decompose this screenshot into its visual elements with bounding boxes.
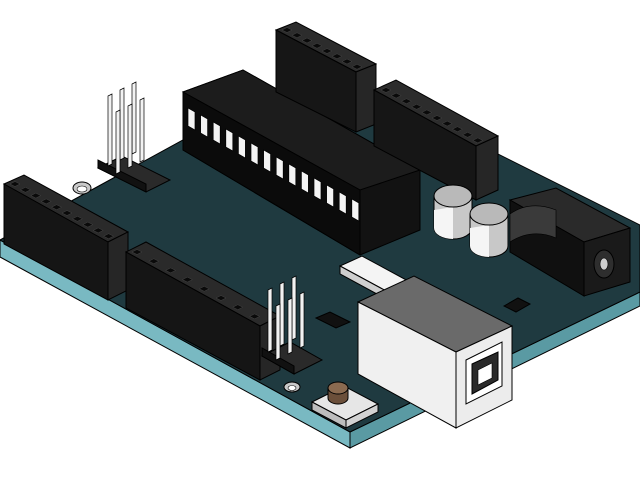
- crystal-oscillator: [338, 255, 412, 301]
- header-slot: [40, 198, 52, 205]
- icsp-pins: [267, 275, 305, 361]
- header-slot: [181, 276, 193, 283]
- header-slot: [321, 48, 333, 54]
- mounting-hole-bottom: [283, 381, 301, 393]
- icsp-pin: [279, 281, 285, 347]
- header-slot: [71, 216, 83, 222]
- header-slot: [351, 63, 363, 70]
- header-slot: [380, 87, 392, 93]
- chip-pin-row: [187, 107, 360, 222]
- usb-b-connector: [356, 275, 514, 429]
- dc-power-jack: [508, 187, 632, 297]
- digital-header-top-left: [274, 21, 378, 133]
- chip-pin: [212, 121, 221, 145]
- icsp-pin: [267, 287, 273, 353]
- icsp-pin: [291, 275, 297, 341]
- header-slot: [341, 58, 353, 65]
- header-slot: [421, 109, 433, 116]
- header-slot: [92, 227, 104, 234]
- header-slots: [281, 27, 363, 70]
- header-slot: [311, 42, 323, 49]
- header-slots: [9, 181, 115, 239]
- header-slot: [82, 221, 94, 228]
- icsp-pin: [287, 297, 293, 355]
- header-slot: [19, 187, 31, 193]
- chip-pin: [338, 191, 347, 215]
- header-slot: [215, 295, 227, 301]
- smd-component-2: [502, 297, 532, 313]
- icsp-pin: [127, 103, 133, 169]
- header-slot: [472, 137, 484, 144]
- icsp-pins: [107, 81, 145, 175]
- header-slot: [281, 27, 293, 33]
- header-slot: [451, 126, 463, 132]
- electrolytic-capacitor-left: [433, 184, 473, 240]
- header-slot: [232, 304, 244, 310]
- electrolytic-capacitor-right: [469, 202, 509, 258]
- header-slot: [411, 104, 423, 110]
- header-slot: [291, 32, 303, 39]
- chip-pin: [200, 114, 208, 138]
- icsp-pin: [299, 291, 305, 349]
- chip-pin: [250, 142, 259, 166]
- smd-component: [314, 311, 352, 329]
- header-slot: [30, 192, 42, 199]
- microcontroller-chip: [181, 69, 422, 256]
- chip-pin: [275, 156, 284, 180]
- header-slot: [301, 37, 313, 44]
- header-slot: [198, 286, 210, 292]
- icsp-pin: [107, 93, 113, 167]
- icsp-pin: [131, 81, 137, 155]
- chip-pin: [351, 198, 360, 222]
- chip-pin: [187, 107, 196, 131]
- icsp-pin: [115, 109, 121, 175]
- header-slot: [165, 267, 177, 274]
- icsp-pin: [275, 303, 281, 361]
- chip-pin: [263, 149, 271, 173]
- header-slot: [441, 120, 453, 127]
- header-slot: [390, 92, 402, 99]
- chip-pin: [288, 163, 297, 187]
- header-slot: [148, 258, 160, 264]
- chip-pin: [301, 170, 309, 194]
- icsp-header-top: [96, 81, 172, 193]
- header-slot: [9, 181, 21, 187]
- header-slot: [131, 249, 143, 255]
- header-slot: [61, 210, 73, 216]
- reset-button: [310, 381, 380, 429]
- header-slots: [131, 249, 261, 320]
- icsp-pin: [119, 87, 125, 161]
- chip-pin: [238, 135, 246, 159]
- header-slots: [380, 87, 484, 144]
- chip-pin: [225, 128, 234, 152]
- icsp-pin: [139, 97, 145, 163]
- chip-pin: [326, 184, 334, 208]
- chip-pin: [313, 177, 322, 201]
- icsp-header-bottom: [260, 275, 324, 375]
- header-slot: [331, 53, 343, 60]
- header-slot: [431, 115, 443, 121]
- digital-header-top-right: [372, 79, 500, 201]
- header-slot: [462, 132, 474, 138]
- header-slot: [103, 233, 115, 239]
- header-slot: [249, 313, 261, 320]
- header-slot: [400, 98, 412, 104]
- header-slot: [51, 204, 63, 210]
- mounting-hole-left: [72, 181, 92, 195]
